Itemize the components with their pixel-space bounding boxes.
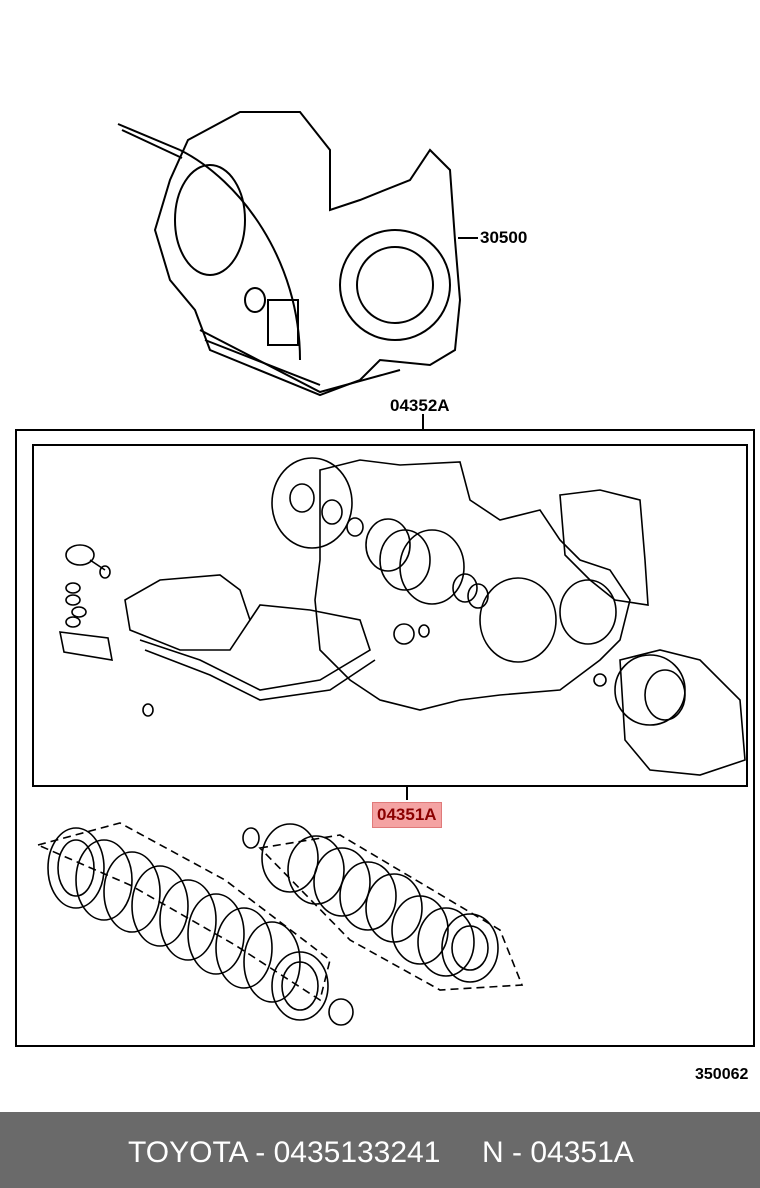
footer-bar: TOYOTA - 0435133241 N - 04351A [0, 1112, 760, 1188]
parts-diagram [15, 111, 755, 1047]
footer-ref-number: N - 04351A [482, 1136, 634, 1169]
callout-04351a-highlight[interactable]: 04351A [372, 802, 442, 828]
callout-30500[interactable]: 30500 [480, 228, 528, 247]
kit-outer-frame [15, 429, 755, 1047]
kit-inner-frame [32, 444, 748, 787]
page-code: 350062 [695, 1066, 749, 1083]
transmission-illustration [117, 111, 478, 397]
gasket-set-illustration [58, 457, 746, 776]
callout-04352a[interactable]: 04352A [390, 396, 450, 415]
footer-part-number: TOYOTA - 0435133241 [128, 1136, 441, 1169]
clutch-disc-illustration [35, 822, 524, 1026]
